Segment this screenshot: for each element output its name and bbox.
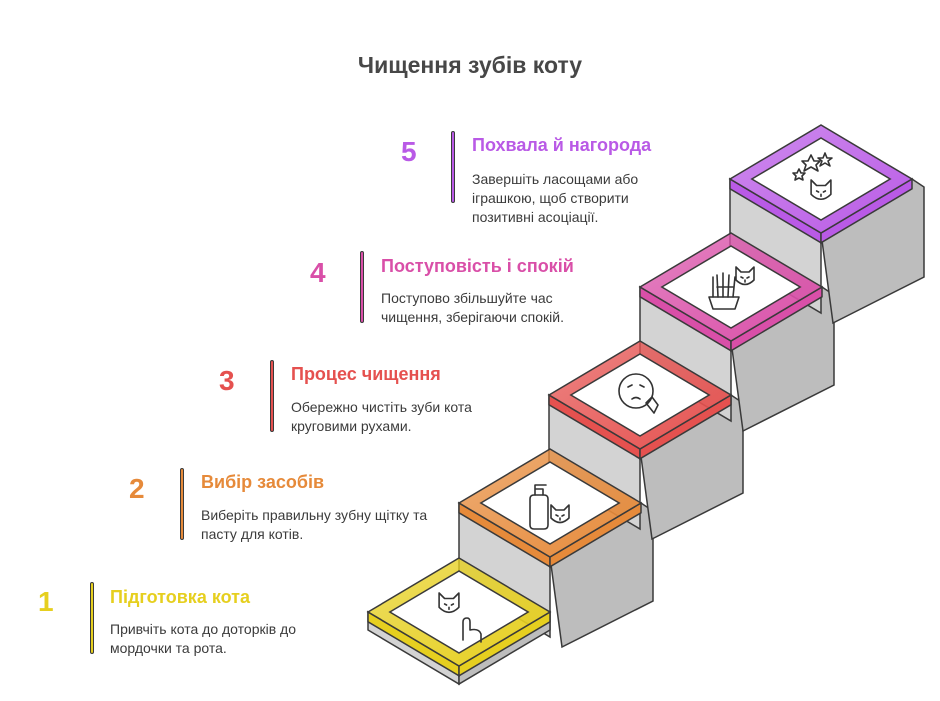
- step-number: 1: [38, 586, 54, 617]
- stair-step-5: [728, 124, 914, 245]
- step-number: 2: [129, 473, 145, 504]
- stair-step-2: [457, 448, 643, 569]
- step-tile-inner: [750, 137, 892, 221]
- calm-face-icon: [618, 373, 659, 414]
- step-bar: [180, 468, 184, 540]
- step-tile-inner: [388, 570, 530, 654]
- step-bar: [270, 360, 274, 432]
- step-description: Привчіть кота до доторків до мордочки та…: [110, 621, 297, 656]
- stars-cat-icon: [792, 152, 833, 201]
- brush-cat-icon: [708, 266, 755, 310]
- cat-touch-icon: [438, 592, 482, 643]
- step-description: Завершіть ласощами або іграшкою, щоб ств…: [472, 171, 639, 225]
- step-title: Похвала й нагорода: [472, 135, 652, 155]
- step-title: Процес чищення: [291, 364, 441, 384]
- stair-step-1: [366, 557, 552, 678]
- step-number: 5: [401, 136, 417, 167]
- step-tile-inner: [479, 461, 621, 545]
- stair-step-3: [547, 340, 733, 461]
- step-title: Поступовість і спокій: [381, 256, 574, 276]
- step-bar: [90, 582, 94, 654]
- diagram-title: Чищення зубів коту: [357, 52, 583, 78]
- step-description: Поступово збільшуйте час чищення, зберіг…: [381, 290, 564, 325]
- toothpaste-cat-icon: [529, 484, 570, 530]
- step-title: Підготовка кота: [110, 587, 250, 607]
- step-title: Вибір засобів: [201, 472, 325, 492]
- step-number: 3: [219, 365, 235, 396]
- step-number: 4: [310, 257, 326, 288]
- step-description: Виберіть правильну зубну щітку та пасту …: [201, 507, 428, 542]
- stair-step-4: [638, 232, 824, 353]
- step-tile-inner: [569, 353, 711, 437]
- step-bar: [451, 131, 455, 203]
- step-description: Обережно чистіть зуби кота круговими рух…: [291, 399, 472, 434]
- step-bar: [360, 251, 364, 323]
